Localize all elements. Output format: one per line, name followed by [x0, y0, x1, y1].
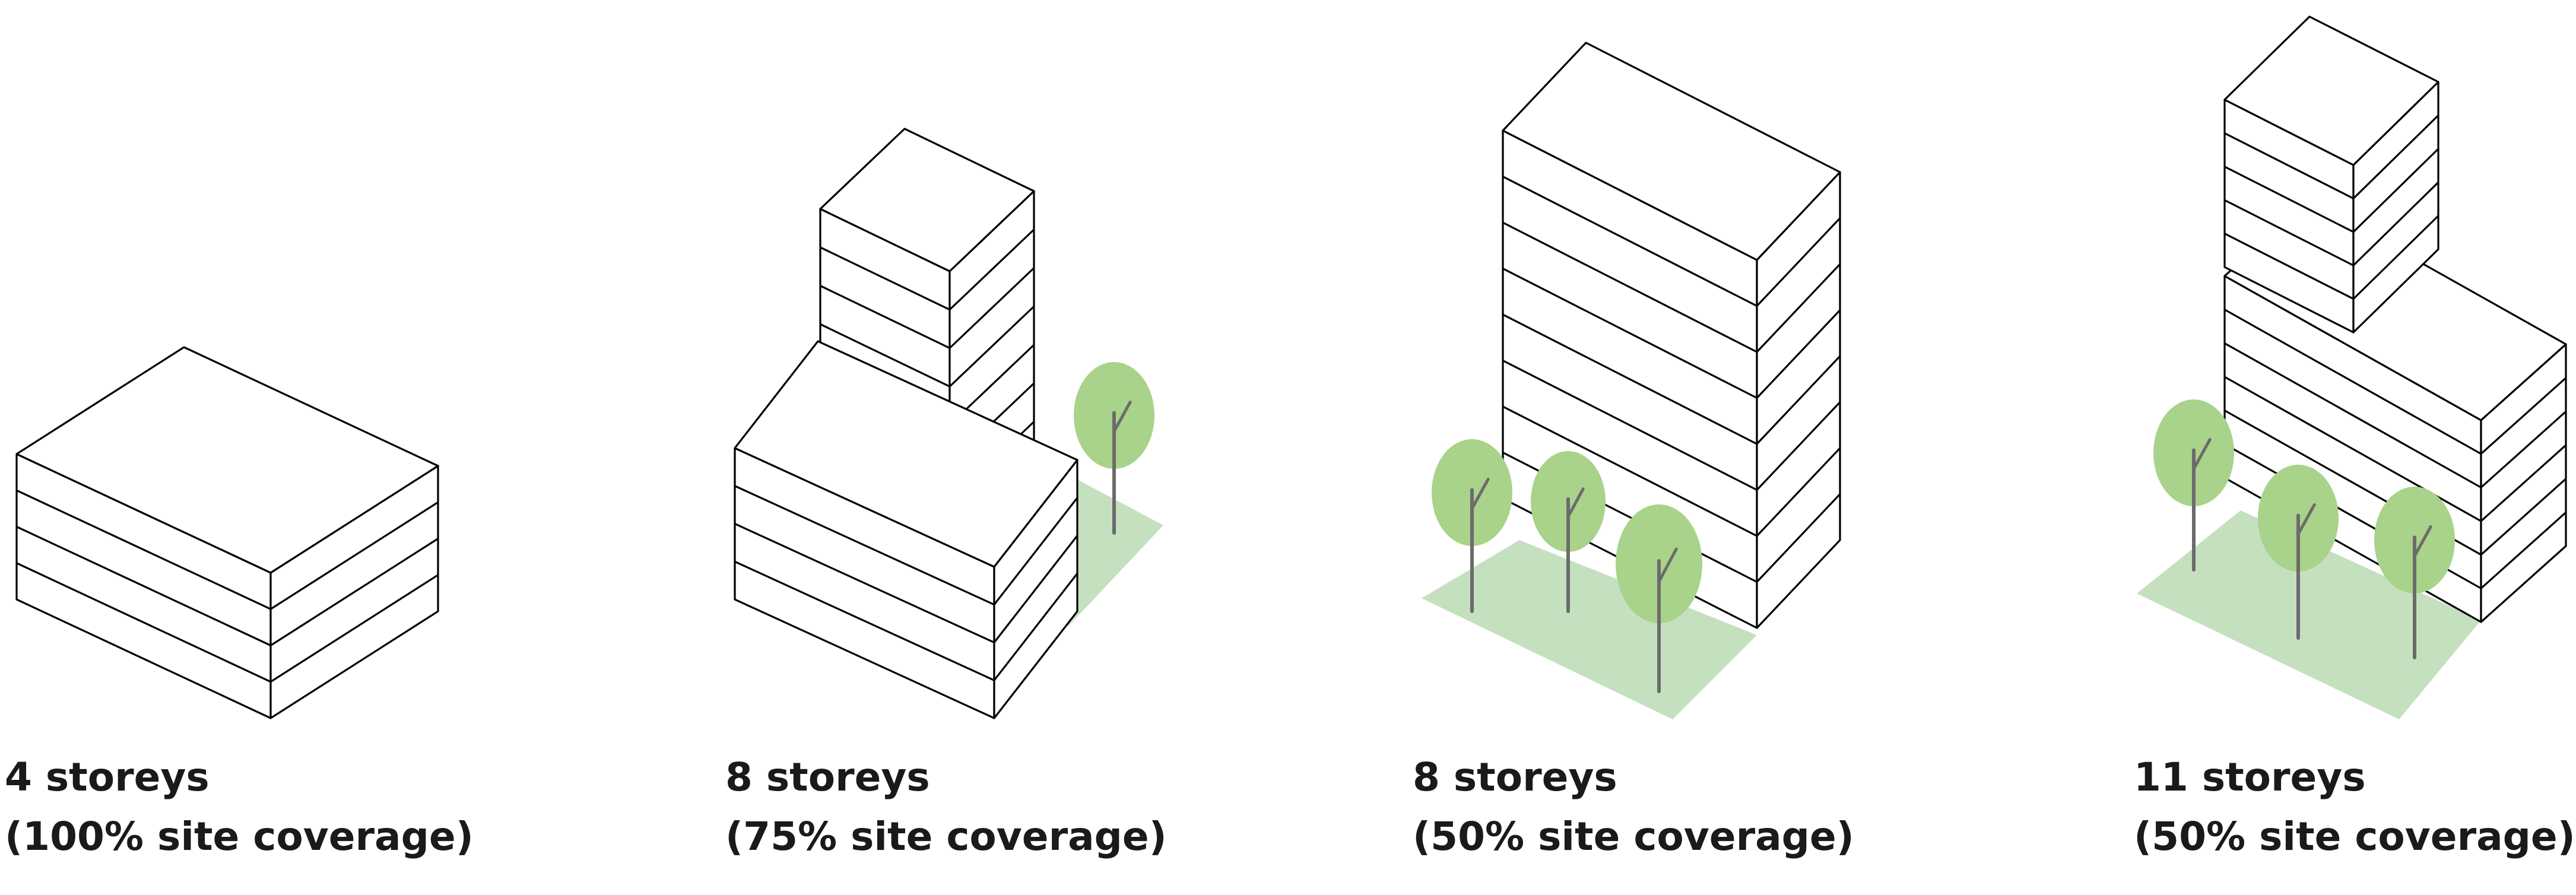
panel-4-tower-upper-roof	[2223, 15, 2439, 166]
panel-4-tree-2	[2258, 465, 2339, 640]
panel-4-tree-1	[2153, 399, 2234, 572]
panel-3-block-floor-line	[1502, 360, 1841, 491]
panel-3-block-floor-line	[1502, 268, 1841, 399]
panel-3-tree-2-branch	[1566, 487, 1585, 518]
panel-2-front-block-floor-line	[734, 485, 1078, 606]
panel-3-block-floor-line	[1502, 221, 1841, 353]
panel-2-tree-1-branch	[1112, 401, 1132, 433]
panel-2-tower-floor-line	[820, 267, 1035, 350]
panel-4-tree-1-branch	[2192, 438, 2212, 471]
panel-4-tree-3-branch	[2413, 525, 2432, 558]
panel-4-wing-floor-line	[2224, 309, 2567, 455]
panel-4-wing-floor-line	[2224, 410, 2567, 556]
panel-3-block-floor-line	[1502, 176, 1841, 307]
panel-2-tower-floor-line	[820, 306, 1035, 388]
panel-2-coverage-label: (75% site coverage)	[725, 814, 1167, 859]
panel-2-caption: 8 storeys (75% site coverage)	[725, 748, 1167, 867]
panel-1-block-floor-line	[16, 526, 439, 647]
panel-4-tower-upper-floor-line	[2224, 115, 2439, 200]
panel-4-building-group	[2137, 15, 2567, 719]
panel-3-caption: 8 storeys (50% site coverage)	[1413, 748, 1854, 867]
panel-3-tree-3-branch	[1657, 547, 1678, 583]
panel-4-tower-upper-floor-line	[2224, 215, 2439, 300]
panel-4-wing-floor-line	[2224, 376, 2567, 522]
panel-1-block-roof	[15, 346, 439, 574]
panel-2-tower-roof	[819, 128, 1035, 272]
panel-1-storeys-label: 4 storeys	[5, 754, 210, 800]
panel-4-ground	[2137, 510, 2481, 719]
panel-2-tower-floor-line	[820, 228, 1035, 311]
panel-1-building-group	[15, 346, 439, 719]
panel-2-front-block-roof	[734, 340, 1078, 568]
panel-4-wing-floor-line	[2224, 342, 2567, 489]
panel-2-front-block-floor-line	[734, 560, 1078, 682]
panel-3-tree-3	[1616, 504, 1702, 693]
panel-4-storeys-label: 11 storeys	[2134, 754, 2366, 800]
panel-3-tree-1	[1432, 439, 1512, 613]
panel-3-tree-2	[1531, 451, 1606, 613]
panel-1-caption: 4 storeys (100% site coverage)	[5, 748, 474, 867]
panel-4-caption: 11 storeys (50% site coverage)	[2134, 748, 2575, 867]
panel-3-storeys-label: 8 storeys	[1413, 754, 1617, 800]
panel-4-tower-upper-floor-line	[2224, 148, 2439, 233]
panel-2-building-group	[734, 128, 1163, 719]
panel-1-block-floor-line	[16, 489, 439, 611]
panel-2-storeys-label: 8 storeys	[725, 754, 930, 800]
panel-4-coverage-label: (50% site coverage)	[2134, 814, 2575, 859]
panel-4-tree-2-branch	[2296, 503, 2316, 536]
panel-3-block-floor-line	[1502, 405, 1841, 537]
panel-3-tree-1-branch	[1470, 478, 1490, 510]
panel-4-tower-upper-floor-line	[2224, 182, 2439, 267]
panel-3-building-group	[1422, 42, 1841, 719]
panel-1-coverage-label: (100% site coverage)	[5, 814, 474, 859]
panel-3-coverage-label: (50% site coverage)	[1413, 814, 1854, 859]
panel-2-tree-1	[1074, 362, 1154, 535]
panel-4-tree-3	[2374, 487, 2455, 659]
panel-2-front-block-floor-line	[734, 523, 1078, 644]
panel-3-block-roof	[1502, 42, 1841, 261]
panel-3-ground	[1422, 540, 1757, 719]
panel-3-block-floor-line	[1502, 313, 1841, 445]
panel-1-block-floor-line	[16, 562, 439, 683]
